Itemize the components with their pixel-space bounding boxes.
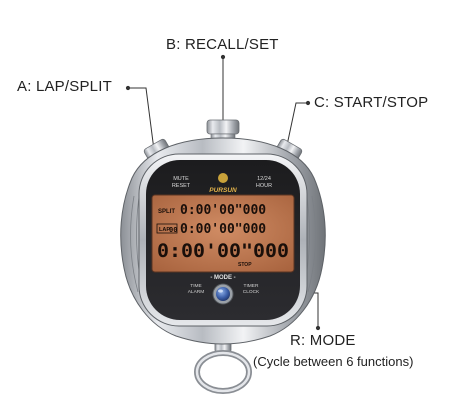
label-mute: MUTE — [173, 176, 189, 182]
label-clock: CLOCK — [243, 289, 260, 295]
label-hour: HOUR — [256, 183, 272, 189]
label-reset: RESET — [172, 183, 191, 189]
callout-mode: R: MODE — [290, 332, 356, 349]
brand-name: PURSUN — [209, 187, 237, 194]
leader-start-stop — [285, 102, 308, 151]
brand-logo-icon — [218, 173, 228, 183]
lcd-row2-time: 0:00'00"000 — [180, 222, 266, 237]
callout-recall-set: B: RECALL/SET — [166, 36, 279, 53]
label-alarm: ALARM — [188, 289, 205, 295]
lcd-lap-number: 00 — [169, 226, 177, 234]
label-time: TIME — [190, 283, 201, 289]
mode-label: - MODE - — [210, 275, 235, 281]
lcd-lap-label: LAP — [159, 227, 170, 233]
lcd-main-time: 0:00'00"000 — [157, 240, 289, 262]
leader-lap-split — [128, 87, 155, 151]
callout-mode-note: (Cycle between 6 functions) — [253, 354, 414, 369]
lcd-screen — [151, 194, 295, 273]
label-timer: TIMER — [244, 283, 259, 289]
callout-lap-split: A: LAP/SPLIT — [17, 78, 112, 95]
mode-button — [212, 283, 234, 305]
lcd-split-label: SPLIT — [158, 209, 175, 215]
label-12-24: 12/24 — [257, 176, 271, 182]
leader-lines — [125, 54, 321, 331]
lcd-stop-label: STOP — [238, 262, 252, 268]
callout-start-stop: C: START/STOP — [314, 94, 429, 111]
lcd-row1-time: 0:00'00"000 — [180, 203, 266, 218]
